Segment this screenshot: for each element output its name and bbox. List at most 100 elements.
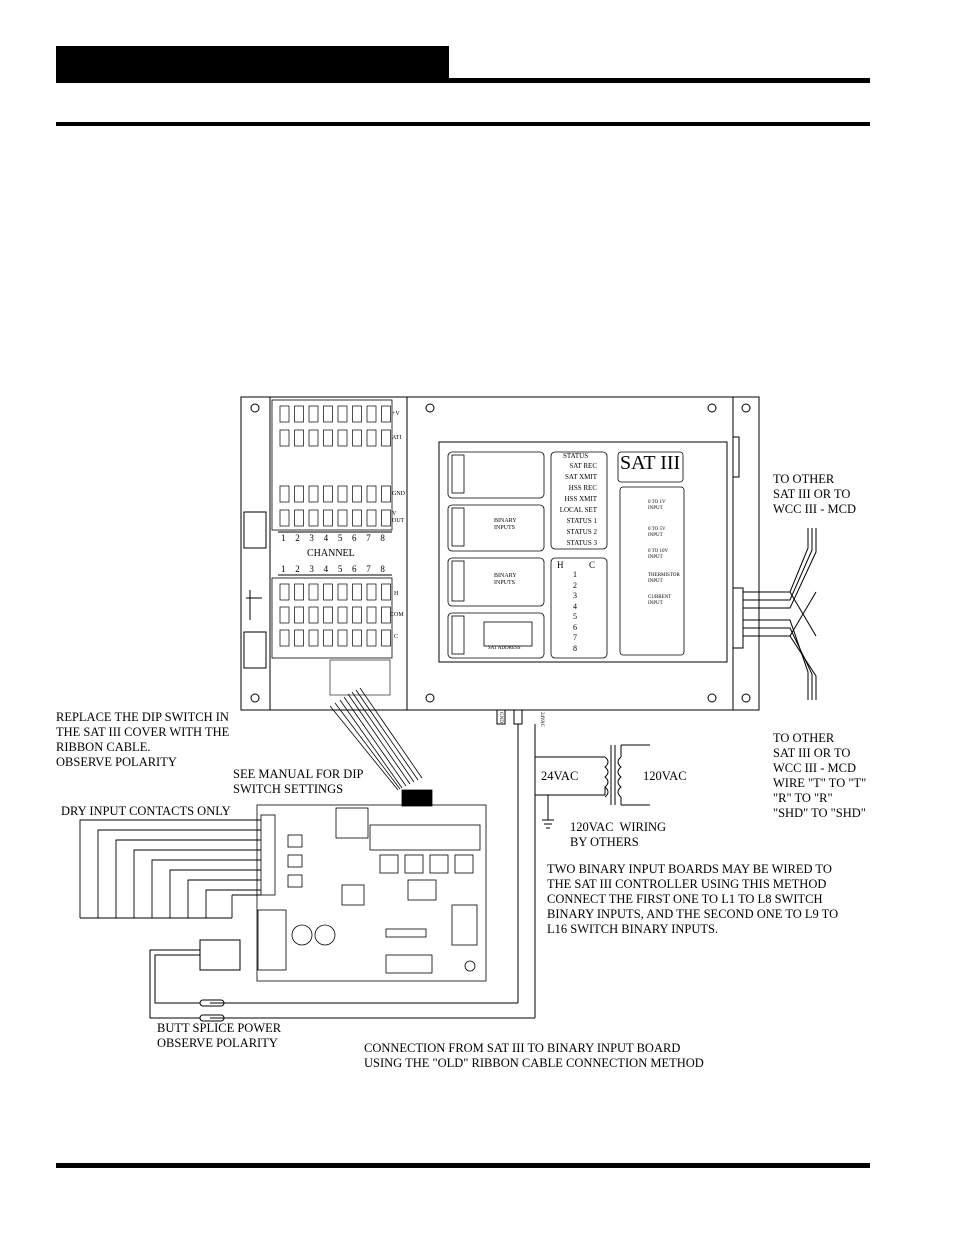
channel-number: 2	[295, 564, 300, 574]
vac120-label: 120VAC	[643, 769, 687, 783]
terminal-screw	[352, 629, 362, 647]
terminal-screw	[323, 485, 333, 503]
terminal-screw	[279, 429, 290, 447]
terminal-screw	[381, 405, 391, 423]
status-panel	[550, 451, 685, 659]
analog-option: 0 TO 5V INPUT	[648, 527, 666, 538]
terminal-screw	[294, 509, 304, 527]
to-other-bottom-label: TO OTHER SAT III OR TO WCC III - MCD WIR…	[773, 731, 867, 820]
network-cable	[732, 528, 817, 700]
terminal-screw	[366, 509, 377, 527]
status-item: SAT XMIT	[565, 473, 597, 481]
binary-input-board	[256, 804, 487, 982]
terminal-screw	[352, 509, 362, 527]
terminal-screw	[308, 606, 319, 624]
see-manual-label: SEE MANUAL FOR DIP SWITCH SETTINGS	[233, 767, 364, 796]
terminal-screw	[323, 583, 333, 601]
channel-numbers-top: 1 2 3 4 5 6 7 8	[281, 533, 385, 544]
status-item: HSS XMIT	[564, 495, 597, 503]
vac24-label: 24VAC	[541, 769, 579, 783]
power-wiring	[149, 709, 650, 1022]
terminal-screw	[381, 583, 391, 601]
hc-number: 8	[573, 643, 577, 653]
dip-switch-blocks	[447, 451, 545, 659]
terminal-screw	[323, 509, 333, 527]
hc-number: 6	[573, 622, 577, 632]
terminal-screw	[352, 606, 362, 624]
hc-label-h: H	[557, 560, 564, 570]
terminal-screw	[352, 485, 362, 503]
header-rule-lower	[56, 122, 870, 126]
dry-contacts	[79, 819, 261, 919]
channel-number: 5	[337, 533, 343, 543]
dry-input-label: DRY INPUT CONTACTS ONLY	[61, 804, 231, 818]
terminal-screw	[352, 405, 362, 423]
terminal-vout: V OUT	[392, 511, 405, 524]
channel-number: 1	[281, 564, 286, 574]
hc-number: 7	[573, 633, 577, 642]
terminal-screw	[279, 606, 290, 624]
terminal-screw	[294, 429, 304, 447]
terminal-screw	[279, 583, 290, 601]
terminal-h: H	[394, 591, 399, 597]
analog-option: CURRENT INPUT	[648, 595, 672, 606]
terminal-screw	[381, 629, 391, 647]
terminal-screw	[366, 583, 377, 601]
hc-number: 1	[573, 570, 577, 579]
terminal-screw	[366, 629, 377, 647]
hc-number: 5	[573, 612, 577, 621]
channel-number: 6	[352, 533, 357, 543]
terminal-screw	[294, 485, 304, 503]
terminal-c: C	[394, 634, 399, 640]
terminal-gnd-power: GND	[498, 712, 503, 723]
header-block	[56, 46, 449, 80]
channel-number: 7	[366, 533, 371, 543]
status-list: SAT REC SAT XMIT HSS REC HSS XMIT LOCAL …	[552, 461, 597, 549]
status-item: LOCAL SET	[559, 506, 597, 514]
to-other-top-label: TO OTHER SAT III OR TO WCC III - MCD	[773, 472, 856, 516]
hc-number: 2	[573, 580, 577, 590]
terminal-24vac: 24VAC	[539, 712, 544, 727]
terminal-screw	[337, 583, 348, 601]
channel-number: 5	[337, 564, 343, 574]
terminal-screw	[337, 485, 348, 503]
terminal-screw	[381, 509, 391, 527]
terminal-screw	[323, 629, 333, 647]
status-item: STATUS 2	[566, 528, 597, 536]
channel-number: 8	[380, 564, 385, 574]
terminal-screw	[337, 429, 348, 447]
status-item: HSS REC	[568, 484, 597, 492]
terminal-screw	[294, 606, 304, 624]
terminal-screw	[294, 405, 304, 423]
channel-number: 3	[309, 564, 314, 574]
terminal-screw	[323, 429, 333, 447]
terminal-screw	[366, 429, 377, 447]
status-title: STATUS	[563, 452, 589, 460]
terminal-screw	[308, 583, 319, 601]
terminal-pv: +V	[392, 411, 400, 417]
channel-number: 4	[323, 564, 329, 574]
ribbon-cable	[329, 659, 433, 807]
terminal-screw	[381, 429, 391, 447]
terminal-screw	[279, 405, 290, 423]
connection-old-note: CONNECTION FROM SAT III TO BINARY INPUT …	[364, 1041, 704, 1070]
terminal-com: COM	[390, 612, 404, 618]
analog-selection: 0 TO 1V INPUT 0 TO 5V INPUT 0 TO 10V INP…	[626, 500, 684, 607]
terminal-screw	[294, 629, 304, 647]
channel-label: CHANNEL	[307, 548, 355, 559]
footer-rule	[56, 1163, 870, 1168]
analog-option: THERMISTOR INPUT	[648, 573, 680, 584]
binary-inputs-label-1: BINARY INPUTS	[494, 518, 517, 531]
terminal-screw	[279, 485, 290, 503]
channel-number: 8	[380, 533, 385, 543]
terminal-screw	[323, 405, 333, 423]
header-rule	[56, 78, 870, 83]
analog-option: 0 TO 1V INPUT	[648, 500, 666, 511]
hc-numbers: 1 2 3 4 5 6 7 8	[568, 570, 582, 654]
binary-inputs-label-2: BINARY INPUTS	[494, 573, 517, 586]
terminal-screw	[366, 405, 377, 423]
terminal-blocks	[271, 399, 393, 659]
terminal-screw	[279, 509, 290, 527]
terminal-gnd: GND	[392, 491, 405, 497]
